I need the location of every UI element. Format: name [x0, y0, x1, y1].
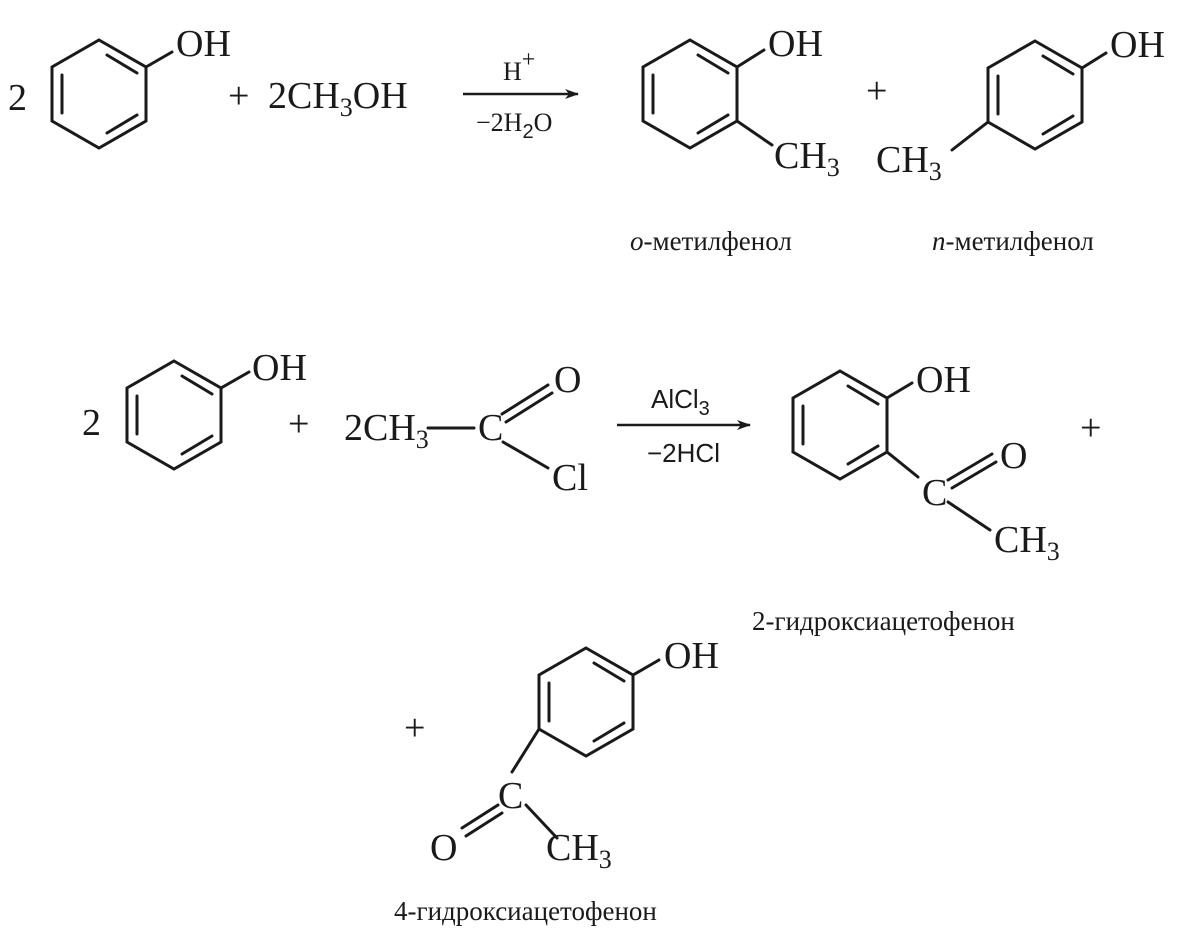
- para-oh-label: OH: [1110, 24, 1165, 66]
- plus-sign-2: +: [288, 403, 309, 445]
- second-line-plus-sign: +: [404, 707, 425, 749]
- acyl-cl-label: Cl: [552, 457, 588, 499]
- phenol-ring-2: [125, 359, 251, 471]
- product-plus-sign: +: [866, 70, 887, 112]
- para-ch3-label: CH3: [876, 139, 942, 186]
- ortho-acetophenone-c-label: C: [922, 472, 947, 514]
- reaction-1: 2 OH + 2CH3OH H+ −2H2O OH CH3 +: [8, 23, 1165, 256]
- ortho-acetophenone-ch3-label: CH3: [994, 519, 1060, 566]
- product-plus-sign-2: +: [1080, 407, 1101, 449]
- byproduct-label: −2H2O: [476, 108, 552, 143]
- para-acetophenone-ch3-label: CH3: [546, 827, 612, 874]
- acyl-c-label: C: [478, 407, 503, 449]
- para-acetophenone-oh-label: OH: [664, 635, 719, 677]
- phenol-coefficient: 2: [8, 77, 27, 119]
- para-acetophenone-c-label: C: [498, 775, 523, 817]
- ortho-hydroxyacetophenone-caption: 2-гидроксиацетофенон: [752, 606, 1015, 636]
- ortho-acetophenone-o-label: O: [1000, 435, 1027, 477]
- alcl3-label: AlCl3: [651, 384, 710, 420]
- acetyl-chloride: 2CH3 C O Cl: [344, 359, 588, 499]
- para-methylphenol-caption: n-метилфенол: [932, 226, 1094, 256]
- methanol-formula: 2CH3OH: [268, 75, 408, 122]
- reaction-2: 2 OH + 2CH3 C O Cl AlCl3 −2HCl: [82, 347, 1101, 926]
- para-acetophenone-o-label: O: [430, 827, 457, 869]
- ortho-ch3-label: CH3: [774, 135, 840, 182]
- phenol-ring: [50, 38, 174, 150]
- plus-sign: +: [228, 75, 249, 117]
- acyl-o-label: O: [554, 359, 581, 401]
- ortho-acetophenone-oh-label: OH: [916, 359, 971, 401]
- acyl-ch3-label: 2CH3: [344, 407, 429, 454]
- ortho-cresol-ring: [641, 38, 774, 150]
- para-acetophenone-ring: [460, 646, 661, 840]
- hcl-byproduct-label: −2HCl: [647, 438, 720, 468]
- para-hydroxyacetophenone-caption: 4-гидроксиацетофенон: [394, 896, 657, 926]
- phenol-oh-label: OH: [176, 23, 231, 65]
- catalyst-label: H+: [503, 47, 535, 86]
- phenol-oh-label-2: OH: [252, 347, 307, 389]
- ortho-oh-label: OH: [768, 23, 823, 65]
- ortho-methylphenol-caption: o-метилфенол: [630, 226, 792, 256]
- phenol-coefficient-2: 2: [82, 402, 101, 444]
- para-cresol-ring: [950, 39, 1108, 152]
- ortho-acetophenone-ring: [791, 369, 998, 532]
